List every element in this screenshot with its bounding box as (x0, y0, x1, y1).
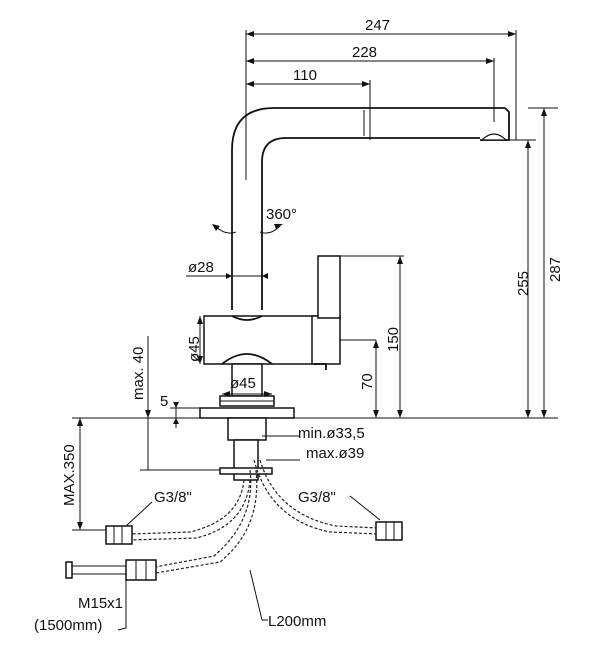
diameter-45-base-label: ø45 (230, 375, 256, 392)
dimension-247: 247 (365, 17, 390, 34)
dimension-110: 110 (293, 67, 317, 84)
right-thread-label: G3/8" (298, 489, 336, 506)
spout (231, 107, 510, 310)
max-hole-label: max.ø39 (306, 445, 364, 462)
dimension-5: 5 (160, 393, 168, 410)
hose-length-label: L200mm (268, 613, 326, 630)
dimension-228: 228 (352, 44, 377, 61)
thread-leaders (117, 495, 381, 631)
dimension-287: 287 (547, 257, 564, 282)
main-thread-label: M15x1 (78, 595, 123, 612)
dimension-150: 150 (385, 327, 402, 352)
main-length-label: (1500mm) (34, 617, 102, 634)
dimension-max-40: max. 40 (130, 347, 147, 400)
diameter-45-body-label: ø45 (186, 336, 203, 362)
left-thread-label: G3/8" (154, 489, 192, 506)
diameter-45-base-line (222, 391, 272, 397)
left-fitting (105, 525, 133, 545)
right-fitting (375, 521, 403, 541)
diameter-28-line (186, 273, 268, 279)
min-hole-label: min.ø33,5 (298, 425, 365, 442)
dimension-255: 255 (515, 271, 532, 296)
main-fitting (65, 559, 157, 581)
dimension-lines-top (245, 30, 517, 180)
dimension-lines-right (72, 107, 558, 419)
diameter-28-label: ø28 (188, 259, 214, 276)
rotation-label: 360° (266, 206, 297, 223)
diameter-45-body-line (197, 316, 203, 364)
rotation-arrows (212, 224, 283, 234)
dimension-70: 70 (359, 373, 376, 390)
neck-and-base (199, 363, 295, 419)
dimension-max-350: MAX.350 (61, 444, 78, 506)
mounting-shank (219, 417, 300, 481)
faucet-body (203, 255, 376, 370)
supply-hoses (66, 459, 379, 575)
